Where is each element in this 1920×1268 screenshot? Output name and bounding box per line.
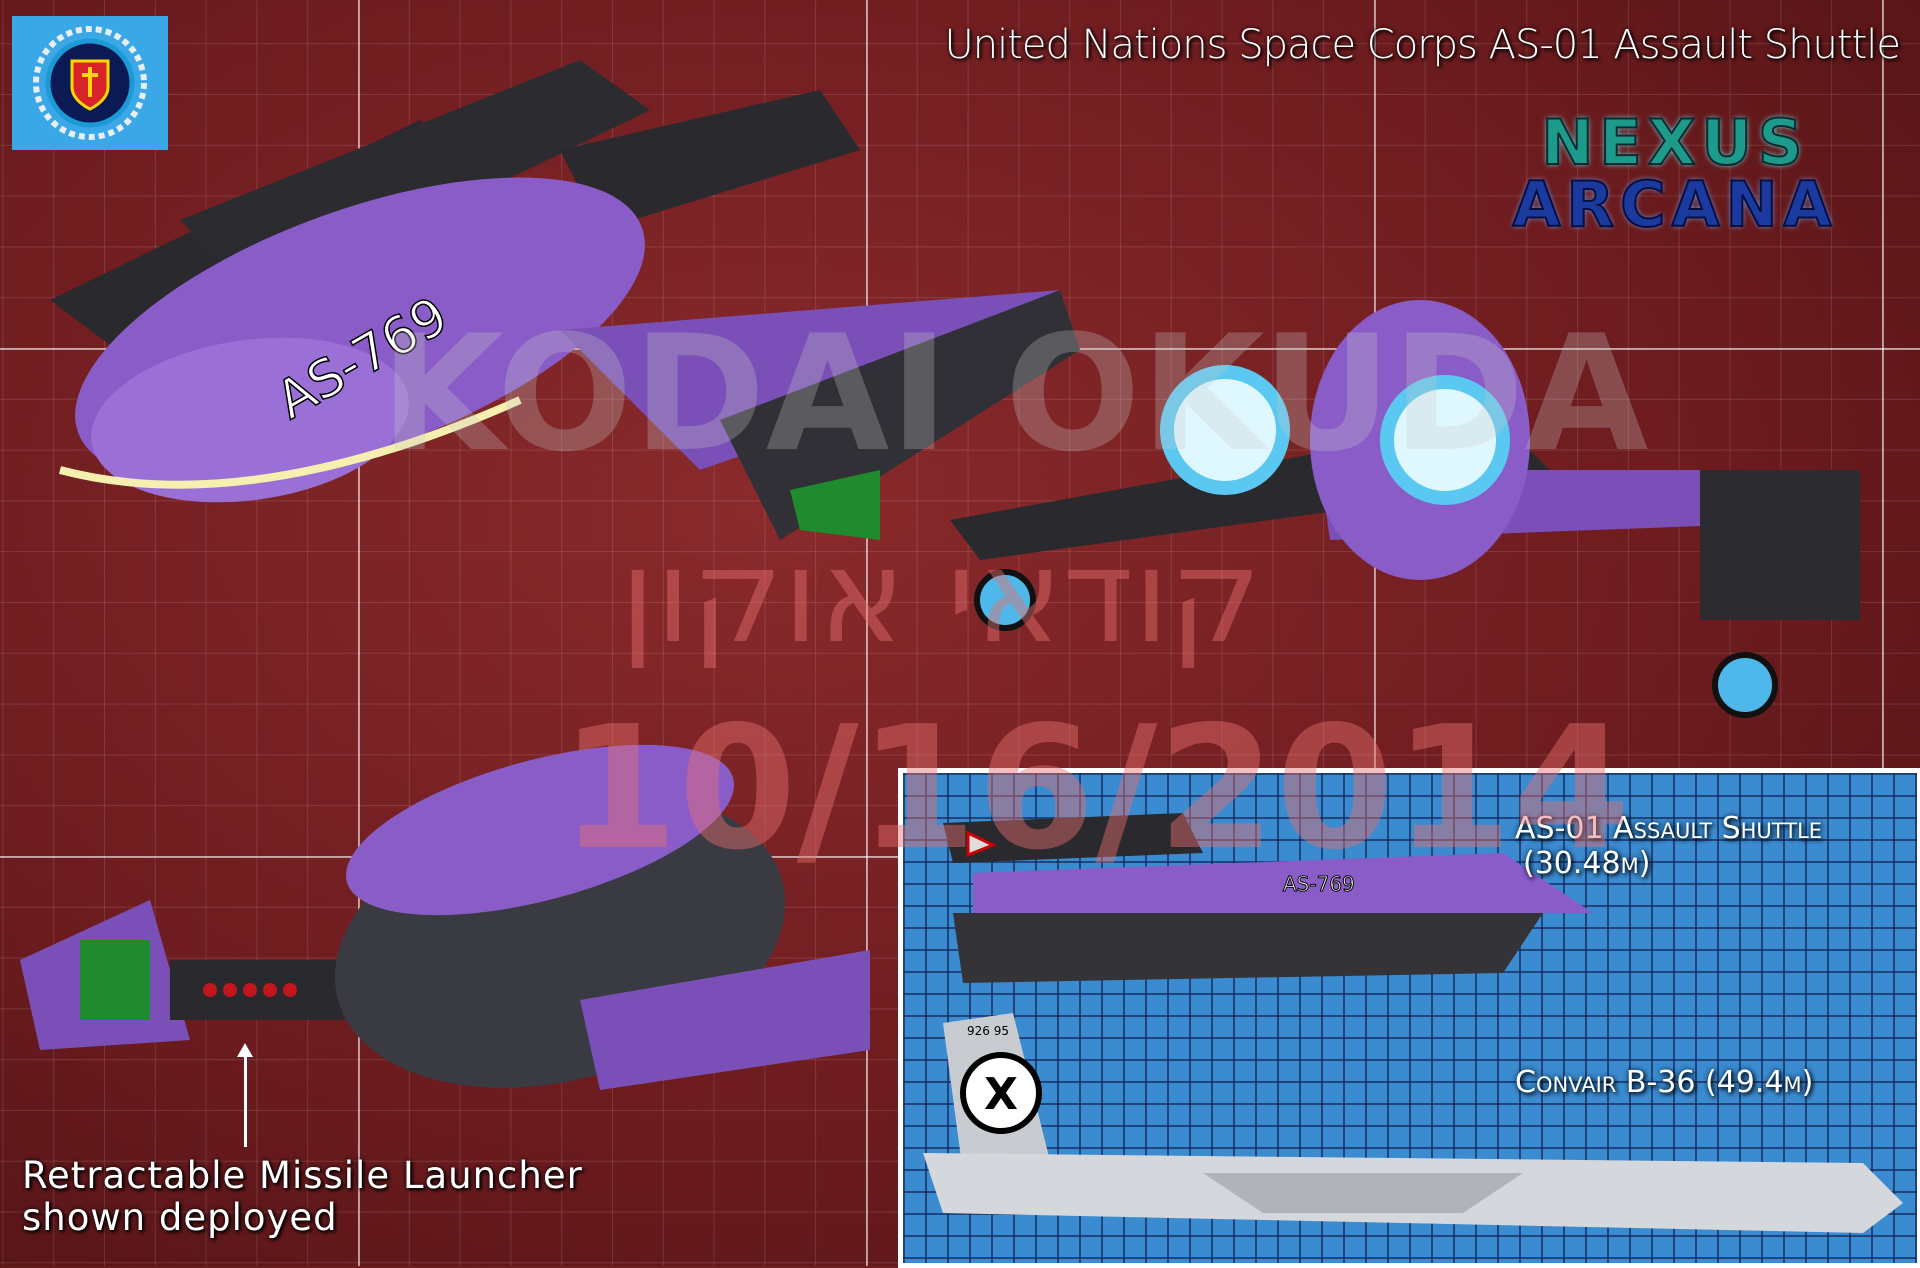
bomber-scale-label: Convair B-36 (49.4m) (1515, 1065, 1814, 1100)
unsc-emblem-icon (12, 16, 168, 150)
missile-launcher-caption: Retractable Missile Launcher shown deplo… (22, 1155, 583, 1239)
scale-comparison-panel: AS-769 X 926 95 AS-01 Assault Shuttle (3… (898, 768, 1920, 1268)
shuttle-top-view: AS-769 (50, 60, 1080, 540)
brand-line1: NEXUS (1540, 106, 1809, 179)
page-title: United Nations Space Corps AS-01 Assault… (944, 22, 1901, 68)
b36-tail-code: 926 95 (967, 1024, 1009, 1038)
b36-tail-letter: X (984, 1069, 1018, 1120)
brand-line2: ARCANA (1511, 168, 1838, 241)
inset-hull-registry: AS-769 (1283, 872, 1355, 896)
arrow-up-icon (237, 1043, 253, 1147)
shuttle-side-view: AS-769 (943, 813, 1593, 983)
shuttle-scale-label: AS-01 Assault Shuttle (30.48m) (1515, 811, 1822, 881)
caption-line2: shown deployed (22, 1196, 338, 1239)
shuttle-length: (30.48m) (1523, 846, 1651, 881)
brand-logo: NEXUS ARCANA (1475, 106, 1875, 241)
shuttle-underside-view (20, 744, 870, 1090)
shuttle-rear-view (950, 300, 1860, 718)
scale-comparison-renders: AS-769 X 926 95 (923, 813, 1903, 1233)
shuttle-name: AS-01 Assault Shuttle (1515, 811, 1823, 846)
b36-side-view: X 926 95 (923, 1013, 1903, 1233)
caption-line1: Retractable Missile Launcher (22, 1154, 583, 1197)
